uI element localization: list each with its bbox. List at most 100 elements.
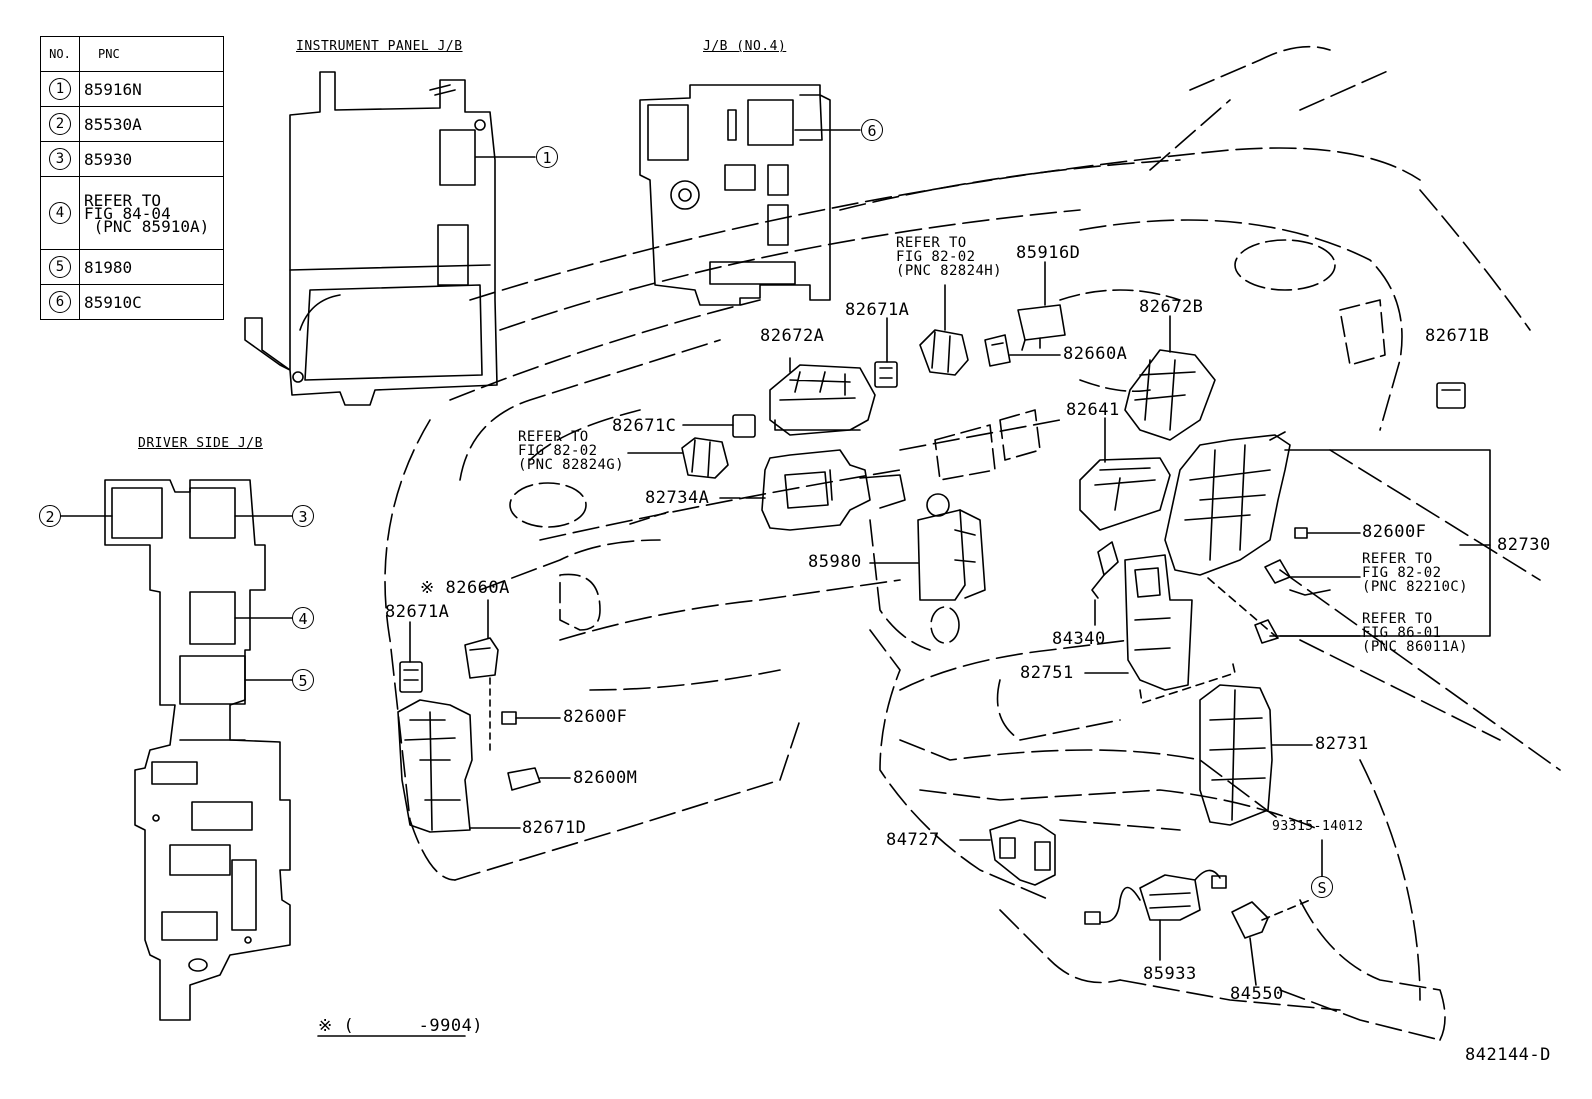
dash-82751 [1139,659,1236,704]
jb-no4-drawing [639,84,831,306]
legend-no-2: 2 [49,113,71,135]
callout-s: S [1311,876,1333,898]
dash-86011A [1207,577,1281,641]
switch-84727-drawing [989,819,1056,886]
label-82671A-top: 82671A [845,300,910,320]
title-driver-side-jb: DRIVER SIDE J/B [138,436,263,451]
title-jb-no4: J/B (NO.4) [703,39,787,54]
legend-row: 3 85930 [40,141,224,177]
bracket-82734A-drawing [761,449,906,531]
legend-no-5: 5 [49,256,71,278]
legend-table: NO. PNC 1 85916N 2 85530A 3 85930 4 REFE… [40,36,224,320]
label-82751: 82751 [1020,663,1074,683]
part-82671A-left-drawing [399,661,423,693]
label-85980: 85980 [808,552,862,572]
part-82600M-drawing [507,767,541,791]
refer-82210C: REFER TO FIG 82-02 (PNC 82210C) [1362,551,1468,595]
legend-row: 2 85530A [40,106,224,142]
part-82671A-top-drawing [874,361,898,388]
terminal-82600F-left [501,711,517,725]
footnote: ※ ( -9904) [318,1016,484,1036]
switch-84340-drawing [1091,541,1119,599]
part-82671B-drawing [1436,382,1466,409]
legend-pnc-3: 85930 [79,141,224,177]
part-82210C [1264,559,1291,584]
label-82600M: 82600M [573,768,638,788]
label-82671B: 82671B [1425,326,1490,346]
refer-86011A: REFER TO FIG 86-01 (PNC 86011A) [1362,611,1468,655]
jb-82730-drawing [1164,431,1291,576]
label-82671A-left: 82671A [385,602,450,622]
legend-pnc-5: 81980 [79,249,224,285]
driver-side-jb-drawing [104,479,291,1021]
relay-85980-drawing [917,493,986,601]
part-86011A [1254,619,1279,644]
part-82671C-drawing [732,414,756,438]
legend-row: 1 85916N [40,71,224,107]
part-82672A-drawing [769,364,876,436]
dash-84550 [1261,899,1311,921]
label-84727: 84727 [886,830,940,850]
label-82641: 82641 [1066,400,1120,420]
label-82672A: 82672A [760,326,825,346]
legend-pnc-2: 85530A [79,106,224,142]
legend-row: 4 REFER TO FIG 84-04 (PNC 85910A) [40,176,224,250]
callout-1: 1 [536,146,558,168]
label-85933: 85933 [1143,964,1197,984]
refer-82824G: REFER TO FIG 82-02 (PNC 82824G) [518,429,624,473]
part-82671D-drawing [397,699,473,833]
part-82660A-top-drawing [984,334,1011,367]
callout-6: 6 [861,119,883,141]
label-82660A-top: 82660A [1063,344,1128,364]
dashboard-outline [384,45,1561,1041]
figure-id: 842144-D [1465,1045,1551,1065]
label-85916D: 85916D [1016,243,1081,263]
label-82671C: 82671C [612,416,677,436]
label-84550: 84550 [1230,984,1284,1004]
dashboard-features [509,239,1386,644]
legend-header-no: NO. [40,36,80,72]
legend-no-3: 3 [49,148,71,170]
legend-pnc-4: REFER TO FIG 84-04 (PNC 85910A) [79,176,224,250]
callout-2: 2 [39,505,61,527]
legend-pnc-6: 85910C [79,284,224,320]
part-82672B-drawing [1124,349,1216,441]
legend-no-1: 1 [49,78,71,100]
title-instrument-panel-jb: INSTRUMENT PANEL J/B [296,39,463,54]
label-82660A-left: ※ 82660A [420,578,510,598]
connector-82824G-drawing [681,437,729,479]
legend-no-4: 4 [49,202,71,224]
leader-82734A [629,497,766,525]
instrument-panel-jb-drawing [244,71,498,406]
terminal-82600F-right [1294,527,1308,539]
legend-row: 6 85910C [40,284,224,320]
part-82731-drawing [1199,684,1273,826]
label-84340: 84340 [1052,629,1106,649]
legend-no-6: 6 [49,291,71,313]
label-82730: 82730 [1497,535,1551,555]
bracket-82730 [1279,449,1491,637]
callout-3: 3 [292,505,314,527]
legend-header-row: NO. PNC [40,36,224,72]
harness-85933-drawing [1084,869,1227,925]
part-82641-drawing [1079,457,1171,531]
label-82731: 82731 [1315,734,1369,754]
leader-82210C [1289,576,1361,596]
connector-82824H-drawing [919,329,969,376]
leader-84550 [1249,937,1257,986]
callout-5: 5 [292,669,314,691]
label-82671D: 82671D [522,818,587,838]
label-82734A: 82734A [645,488,710,508]
label-82672B: 82672B [1139,297,1204,317]
label-82600F-left: 82600F [563,707,628,727]
legend-pnc-1: 85916N [79,71,224,107]
label-93315-14012: 93315-14012 [1272,819,1364,834]
label-82600F-right: 82600F [1362,522,1427,542]
legend-row: 5 81980 [40,249,224,285]
legend-header-pnc-text: PNC [98,47,120,61]
relay-85916D-drawing [1017,304,1066,351]
bracket-82751-drawing [1124,554,1193,691]
part-82660A-left-drawing [464,637,499,679]
